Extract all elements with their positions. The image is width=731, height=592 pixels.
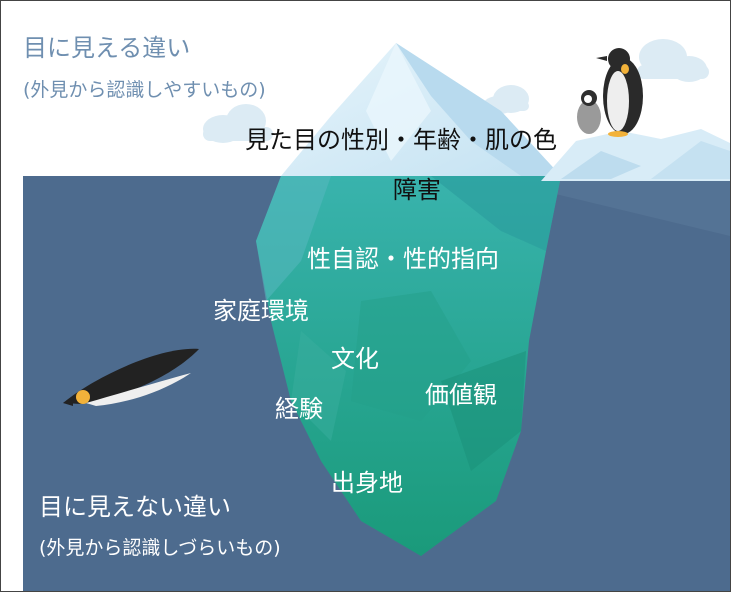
- item-appearance: 見た目の性別・年齢・肌の色: [245, 126, 557, 154]
- ice-floe: [541, 129, 730, 181]
- item-birthplace: 出身地: [331, 469, 403, 497]
- visible-differences-subtitle: (外見から認識しやすいもの): [23, 79, 266, 101]
- penguin-chick: [577, 90, 601, 134]
- penguin-adult: [596, 48, 643, 137]
- invisible-differences-title: 目に見えない違い: [39, 493, 231, 521]
- item-gender-identity: 性自認・性的指向: [307, 245, 499, 273]
- visible-differences-title: 目に見える違い: [23, 34, 191, 62]
- item-family-environment: 家庭環境: [213, 297, 309, 325]
- penguin-swimming: [63, 348, 199, 406]
- item-disability: 障害: [393, 176, 441, 204]
- cloud-left: [203, 104, 273, 143]
- item-values: 価値観: [425, 381, 497, 409]
- cloud-right: [637, 39, 709, 82]
- item-experience: 経験: [275, 395, 323, 423]
- iceberg-underwater: [256, 176, 561, 556]
- item-culture: 文化: [331, 345, 379, 373]
- invisible-differences-subtitle: (外見から認識しづらいもの): [39, 537, 281, 559]
- iceberg-tip: [281, 43, 561, 176]
